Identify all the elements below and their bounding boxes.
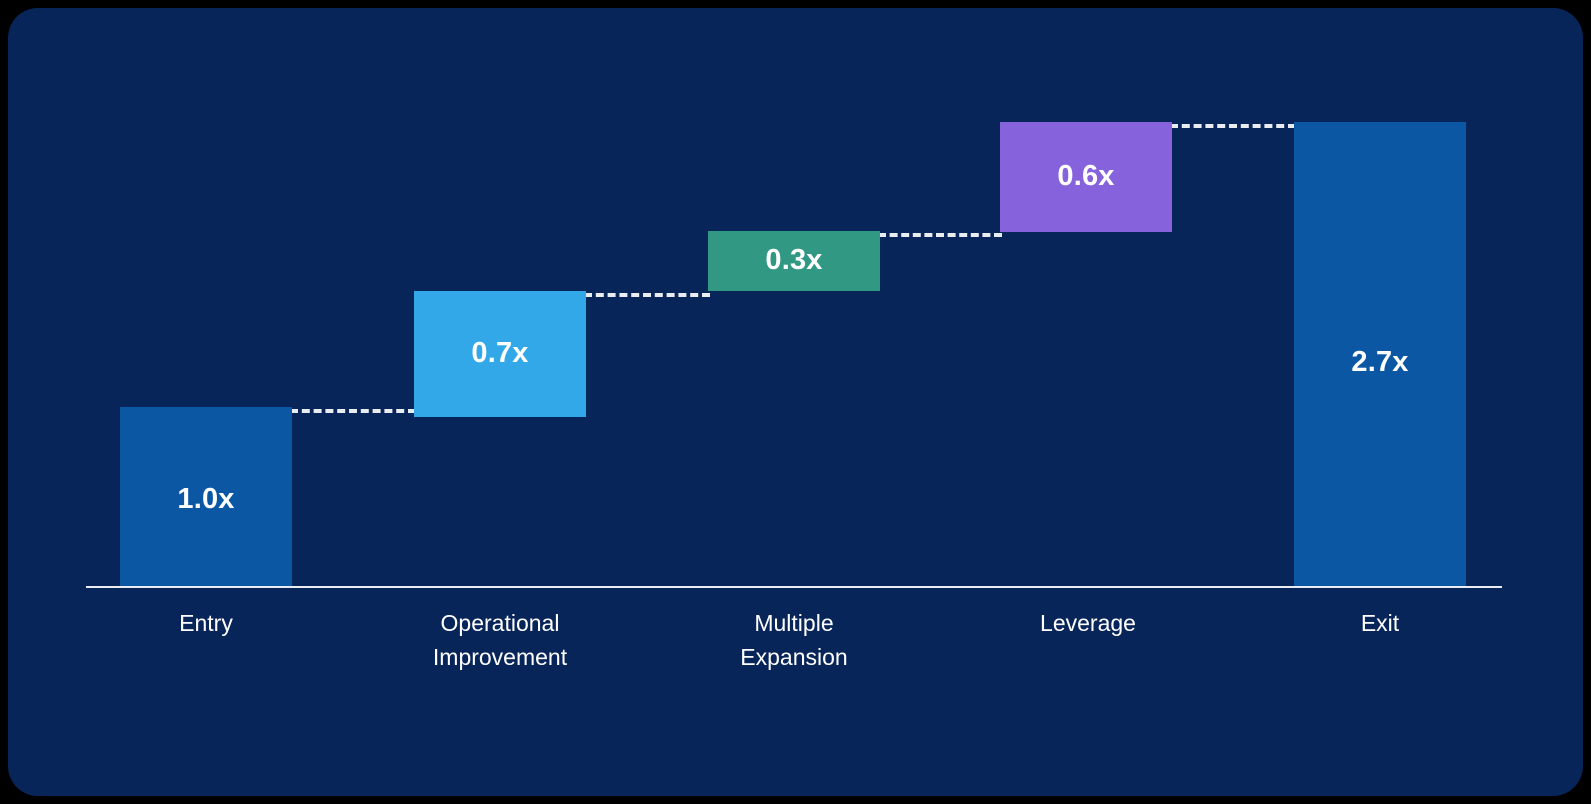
connector-entry-to-operational bbox=[290, 409, 416, 413]
bar-exit[interactable]: 2.7x bbox=[1294, 122, 1466, 586]
bar-operational-improvement[interactable]: 0.7x bbox=[414, 291, 586, 417]
bar-value-entry: 1.0x bbox=[177, 483, 235, 515]
category-label-multiple-line1: Multiple bbox=[754, 610, 834, 636]
category-label-exit: Exit bbox=[1265, 606, 1495, 640]
bar-value-multiple-expansion: 0.3x bbox=[765, 244, 823, 276]
category-label-leverage: Leverage bbox=[973, 606, 1203, 640]
category-label-exit-line1: Exit bbox=[1360, 610, 1400, 636]
connector-operational-to-multiple bbox=[584, 293, 710, 297]
connector-multiple-to-leverage bbox=[878, 233, 1002, 237]
category-label-operational-improvement: Operational Improvement bbox=[385, 606, 615, 674]
bar-value-exit: 2.7x bbox=[1351, 346, 1409, 378]
x-axis-baseline bbox=[86, 586, 1502, 588]
bar-leverage[interactable]: 0.6x bbox=[1000, 122, 1172, 232]
bar-value-leverage: 0.6x bbox=[1057, 160, 1115, 192]
waterfall-chart-card: 1.0x 0.7x 0.3x 0.6x 2.7x Entry Operation… bbox=[8, 8, 1583, 796]
category-label-entry-line1: Entry bbox=[179, 610, 233, 636]
bar-entry[interactable]: 1.0x bbox=[120, 407, 292, 586]
category-label-multiple-expansion: Multiple Expansion bbox=[679, 606, 909, 674]
connector-leverage-to-exit bbox=[1170, 124, 1296, 128]
category-label-entry: Entry bbox=[91, 606, 321, 640]
category-label-leverage-line1: Leverage bbox=[1040, 610, 1136, 636]
bar-value-operational-improvement: 0.7x bbox=[471, 337, 529, 369]
chart-plot-area: 1.0x 0.7x 0.3x 0.6x 2.7x Entry Operation… bbox=[8, 8, 1583, 796]
category-label-operational-line1: Operational bbox=[440, 610, 560, 636]
bar-multiple-expansion[interactable]: 0.3x bbox=[708, 231, 880, 291]
category-label-operational-line2: Improvement bbox=[432, 644, 568, 670]
category-label-multiple-line2: Expansion bbox=[740, 644, 848, 670]
